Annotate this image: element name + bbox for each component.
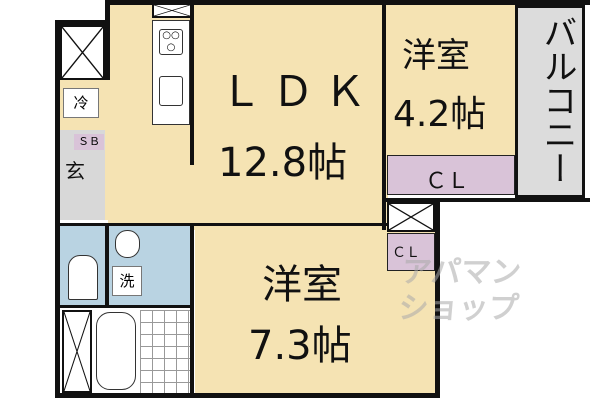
balcony [515,5,585,198]
closet-2-label: ＣＬ [392,245,420,261]
closet-1 [387,155,515,195]
wall [55,20,110,25]
washbasin-icon [115,230,140,258]
toilet-icon [68,255,98,300]
wall [190,5,194,165]
wall [382,5,386,230]
watermark: アパマンショップ [396,255,523,326]
wall [385,198,590,202]
western-room-1-label: 洋室 [402,36,470,76]
kitchen-counter: ○○○ [152,20,190,125]
wall [435,198,440,398]
wall [55,393,440,398]
storage-box [387,202,435,232]
wall [60,305,190,308]
stove-icon: ○○○ [159,29,183,55]
bathtub-icon [96,312,136,390]
western-room-1-size: 4.2帖 [393,94,487,135]
sink-icon [159,76,183,106]
wall [105,0,110,80]
storage-box [152,3,192,18]
wall [105,225,109,305]
western-room-2-size: 7.3帖 [248,323,352,369]
storage-box [60,25,105,80]
western-room-1 [385,5,515,157]
entrance-label: 玄 [65,159,85,183]
ldk-size: 12.8帖 [218,140,348,186]
fridge-space: 冷 [63,88,99,118]
wall [55,20,60,398]
washer-space: 洗 [112,266,142,296]
closet-1-label: ＣＬ [425,169,470,194]
wall [190,225,194,395]
ldk-label: ＬＤＫ [220,67,377,116]
storage-box [62,310,92,393]
wall [105,0,590,5]
tiled-floor [140,310,190,393]
closet-2 [387,233,435,271]
balcony-label: バルコニー [537,15,577,185]
shoebox: ＳＢ [74,134,104,150]
western-room-2-label: 洋室 [262,262,342,308]
wall [60,223,390,226]
